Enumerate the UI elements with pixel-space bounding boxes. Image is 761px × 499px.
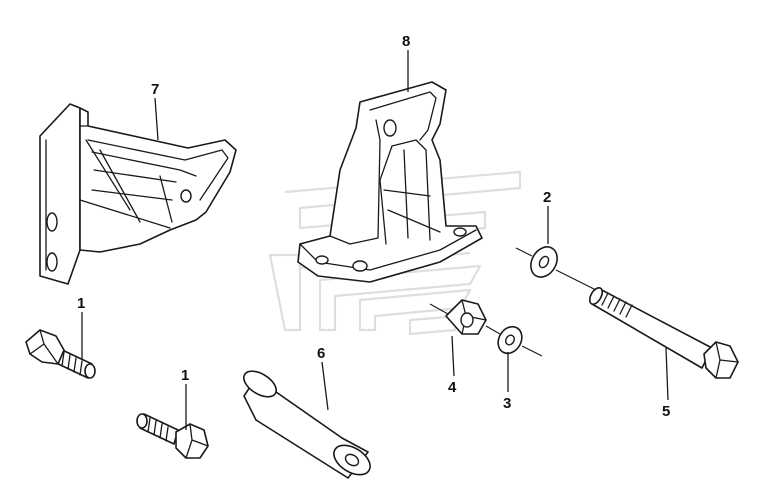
callout-1-lower: 1 [181,367,189,384]
callout-1-upper: 1 [77,295,85,312]
callout-7: 7 [151,81,159,98]
part-7-bracket [39,103,237,285]
callout-8: 8 [402,33,410,50]
callout-3: 3 [503,395,511,412]
part-2-washer [530,246,558,278]
part-4-nut [445,299,487,335]
part-1-bolt-lower [136,413,209,459]
assembly-axis-lines [429,247,597,357]
part-5-long-bolt [588,287,739,379]
callouts: 7 8 1 1 6 4 2 3 5 [77,33,670,420]
part-8-bracket [297,81,483,283]
part-3-washer [497,325,523,355]
callout-2: 2 [543,189,551,206]
callout-5: 5 [662,403,670,420]
callout-4: 4 [448,379,457,396]
part-1-bolt-upper [25,329,96,379]
callout-6: 6 [317,345,325,362]
leader-lines [81,50,669,430]
part-6-spacer [243,370,371,479]
